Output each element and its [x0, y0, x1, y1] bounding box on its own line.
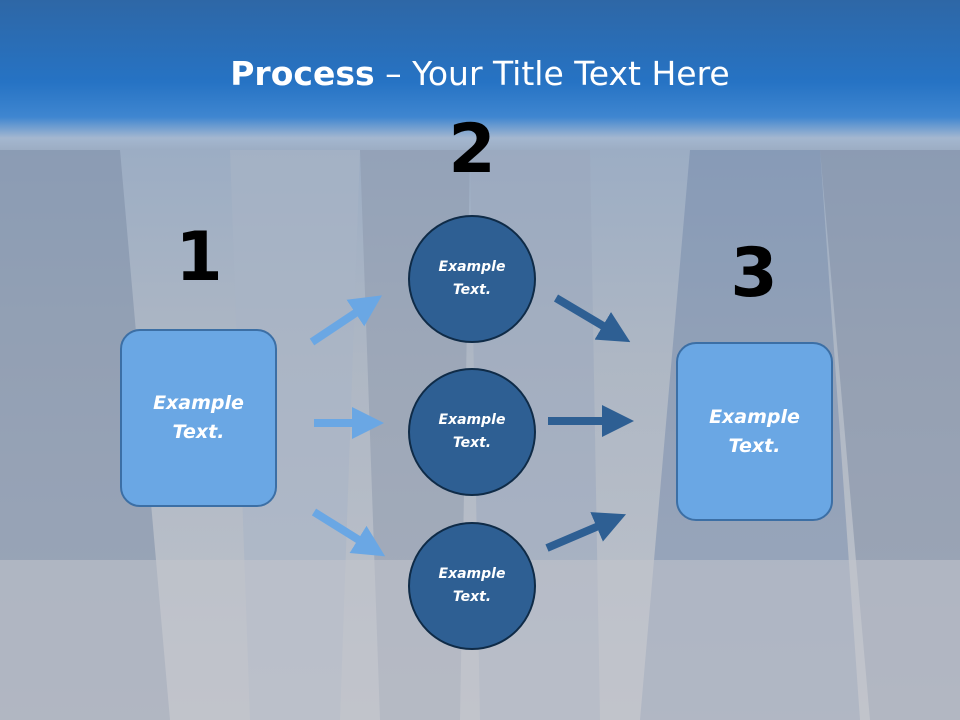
step-number-1: 1 [175, 218, 223, 297]
circle-bottom: Example Text. [408, 522, 536, 650]
circle-top-text: Example Text. [438, 259, 506, 298]
circle-middle: Example Text. [408, 368, 536, 496]
step-number-2: 2 [448, 110, 496, 189]
right-box-text: Example Text. [709, 405, 800, 457]
circle-bottom-text: Example Text. [438, 566, 506, 605]
title-rest: – Your Title Text Here [374, 54, 730, 93]
left-process-box: Example Text. [120, 329, 277, 507]
header-band [0, 0, 960, 150]
left-box-text: Example Text. [153, 392, 244, 443]
title-bold: Process [230, 54, 375, 93]
step-number-3: 3 [730, 234, 778, 313]
circle-top: Example Text. [408, 215, 536, 343]
slide-title: Process – Your Title Text Here [0, 52, 960, 96]
right-process-box: Example Text. [676, 342, 833, 521]
circle-middle-text: Example Text. [438, 412, 506, 451]
